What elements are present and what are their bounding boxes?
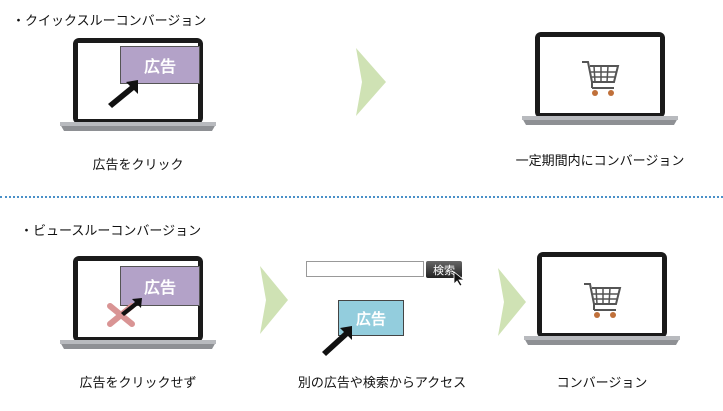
- mouse-pointer-icon: [453, 271, 466, 287]
- ad-label: 広告: [143, 57, 176, 76]
- step2-caption-view: 別の広告や検索からアクセス: [297, 376, 467, 391]
- section-title-quick: ・クイックスルーコンバージョン: [12, 14, 207, 29]
- laptop-icon: [522, 32, 678, 125]
- step3-caption-view: コンバージョン: [556, 376, 648, 391]
- chevron-arrow-icon: [260, 266, 288, 334]
- chevron-arrow-icon: [498, 268, 526, 336]
- shopping-cart-icon: [582, 61, 620, 96]
- shopping-cart-icon: [584, 283, 622, 318]
- ad-banner-quick[interactable]: 広告: [120, 46, 200, 84]
- search-button-label: 検索: [433, 263, 455, 277]
- ad-banner-view[interactable]: 広告: [120, 266, 200, 306]
- step1-caption-view: 広告をクリックせず: [79, 376, 197, 391]
- ad-label: 広告: [355, 309, 386, 328]
- step1-caption-quick: 広告をクリック: [92, 158, 184, 173]
- chevron-arrow-icon: [356, 48, 386, 116]
- ad-label: 広告: [143, 278, 176, 297]
- cursor-arrow-icon: [322, 326, 352, 356]
- step2-caption-quick: 一定期間内にコンバージョン: [515, 154, 685, 169]
- section-title-view: ・ビュースルーコンバージョン: [20, 224, 202, 239]
- search-input[interactable]: [306, 261, 424, 277]
- section-divider: [0, 196, 723, 198]
- laptop-icon: [524, 252, 680, 345]
- search-button[interactable]: 検索: [426, 261, 462, 278]
- cursor-arrow-icon: [108, 80, 138, 108]
- cursor-arrow-icon: [121, 298, 142, 316]
